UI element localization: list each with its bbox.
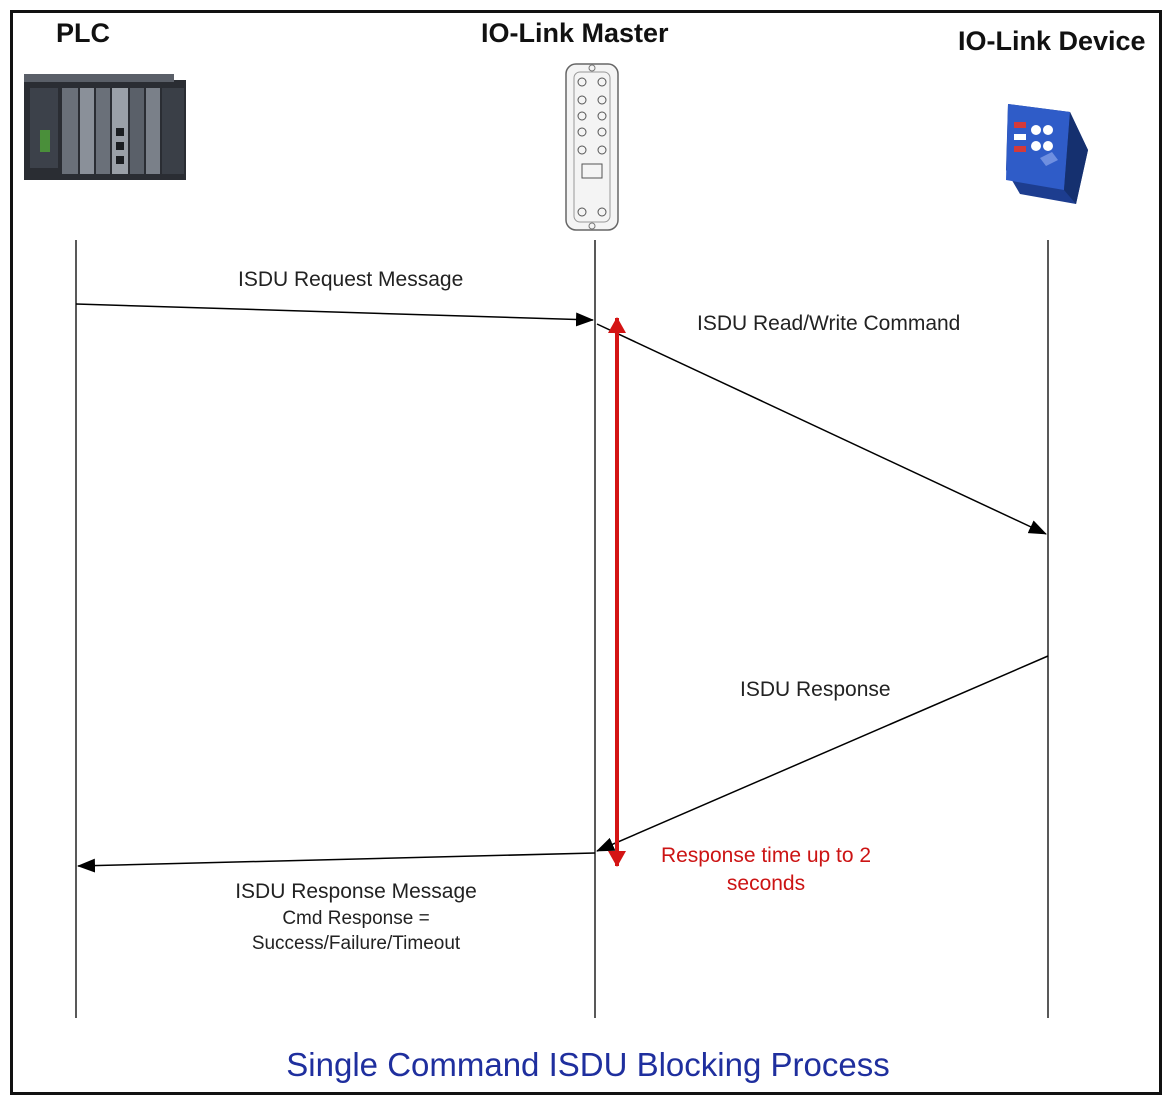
plc-rack-icon (24, 74, 186, 180)
plc-label: PLC (56, 18, 110, 48)
response-message-label: ISDU Response Message (235, 880, 477, 903)
cmd-response-label: Cmd Response = (282, 908, 430, 929)
command-label: ISDU Read/Write Command (697, 312, 961, 335)
response-message-arrow (77, 852, 596, 873)
command-arrow (596, 323, 1047, 535)
diagram-title: Single Command ISDU Blocking Process (286, 1046, 890, 1083)
io-link-master-icon (565, 63, 619, 231)
master-label: IO-Link Master (481, 18, 669, 48)
request-label: ISDU Request Message (238, 268, 464, 291)
cmd-response-values: Success/Failure/Timeout (251, 933, 461, 954)
request-arrow (75, 303, 594, 327)
timing-label-line1: Response time up to 2 (660, 844, 872, 867)
io-link-device-icon (1006, 104, 1088, 204)
timing-label-line2: seconds (726, 872, 806, 895)
device-response-arrow (596, 655, 1049, 852)
device-label: IO-Link Device (958, 26, 1146, 56)
device-response-label: ISDU Response (740, 678, 891, 701)
